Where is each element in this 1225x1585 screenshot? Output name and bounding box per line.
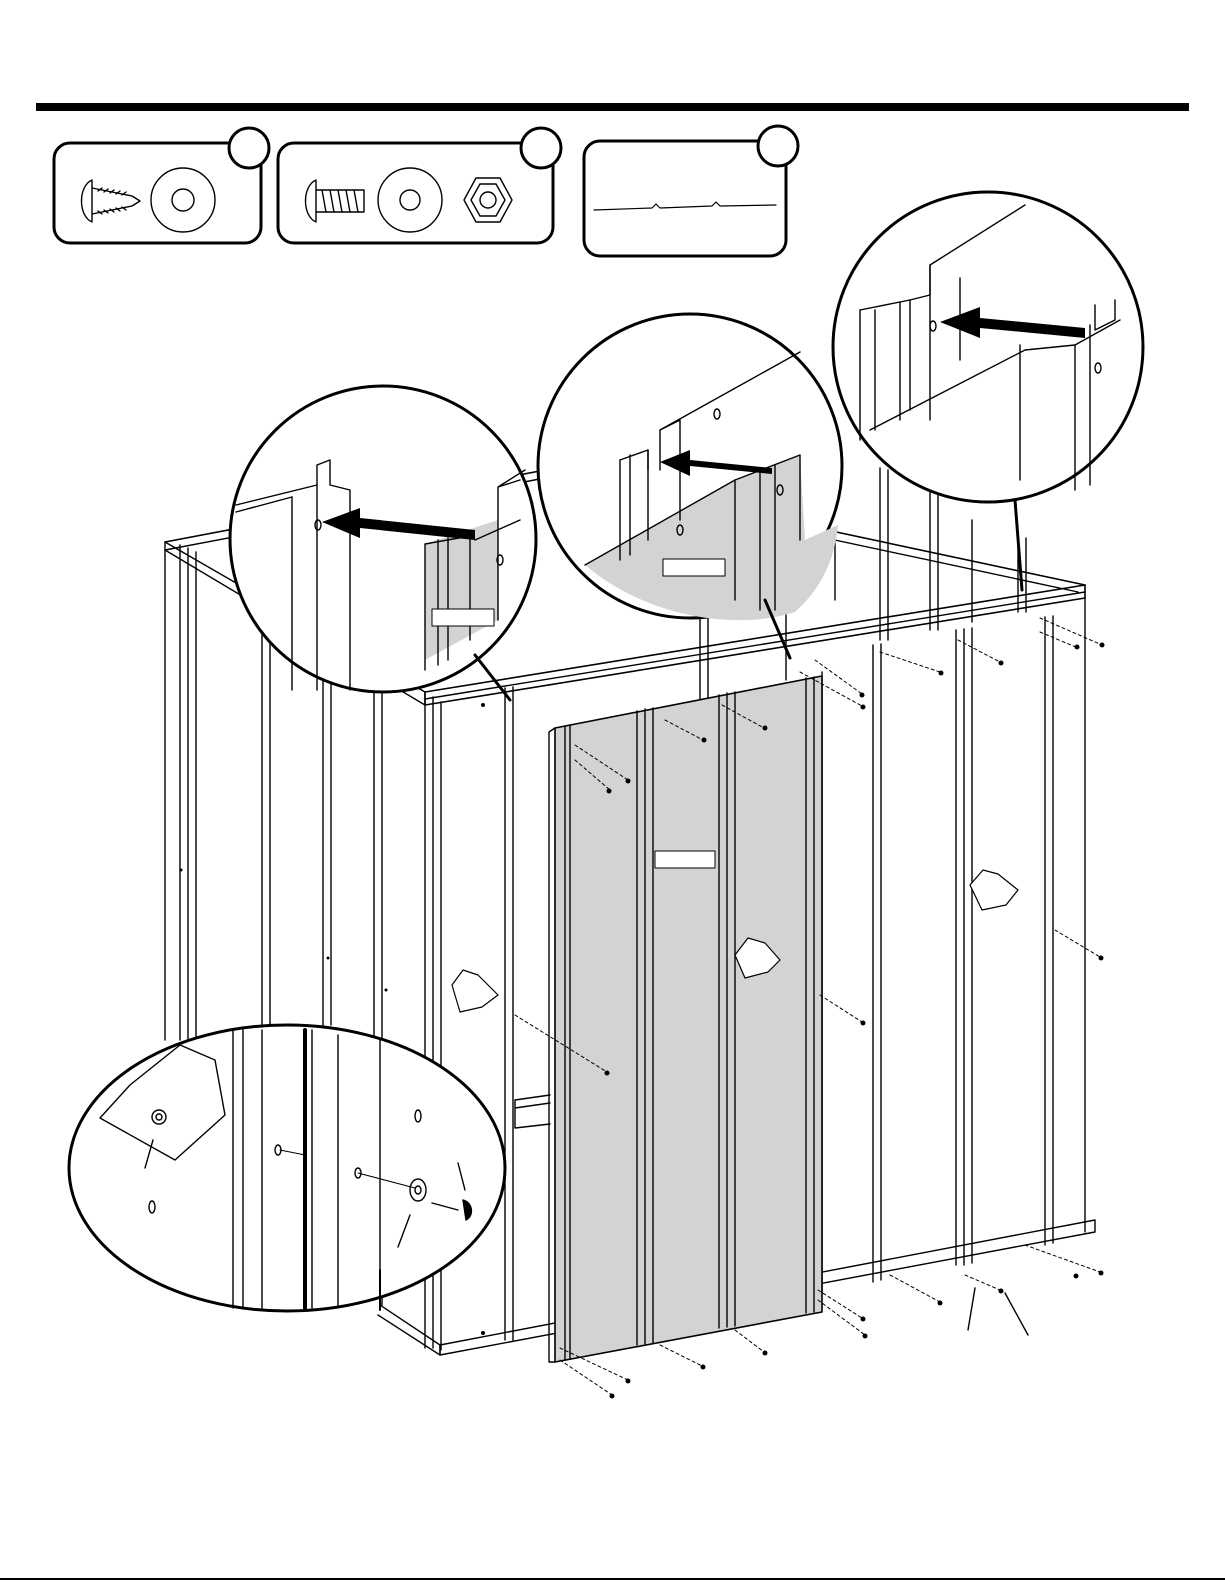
detail-label-box-left: [432, 609, 494, 626]
detail-circle-center: [538, 314, 842, 658]
footer-rule: [0, 1578, 1225, 1580]
hardware-badge-3: [758, 126, 798, 166]
screw-icon: [82, 180, 141, 222]
hardware-box-bolt-washer-nut: [278, 128, 561, 243]
hardware-box-screw-washer: [54, 128, 269, 243]
detail-circle-fastener: [69, 1025, 505, 1311]
hardware-badge-1: [229, 128, 269, 168]
front-wall-panel: [549, 676, 822, 1362]
detail-circle-left: [230, 386, 536, 700]
washer-icon: [378, 168, 442, 232]
hardware-badge-2: [521, 128, 561, 168]
leader-line-screw: [1005, 1293, 1028, 1335]
panel-profile-icon: [594, 202, 776, 210]
panel-label-box: [655, 851, 715, 868]
bolt-icon: [306, 180, 365, 222]
detail-label-box-center: [663, 559, 725, 576]
hex-nut-icon: [464, 178, 512, 222]
washer-icon: [151, 168, 215, 232]
hardware-box-panel-profile: [584, 126, 798, 256]
leader-line-washer: [968, 1288, 975, 1330]
